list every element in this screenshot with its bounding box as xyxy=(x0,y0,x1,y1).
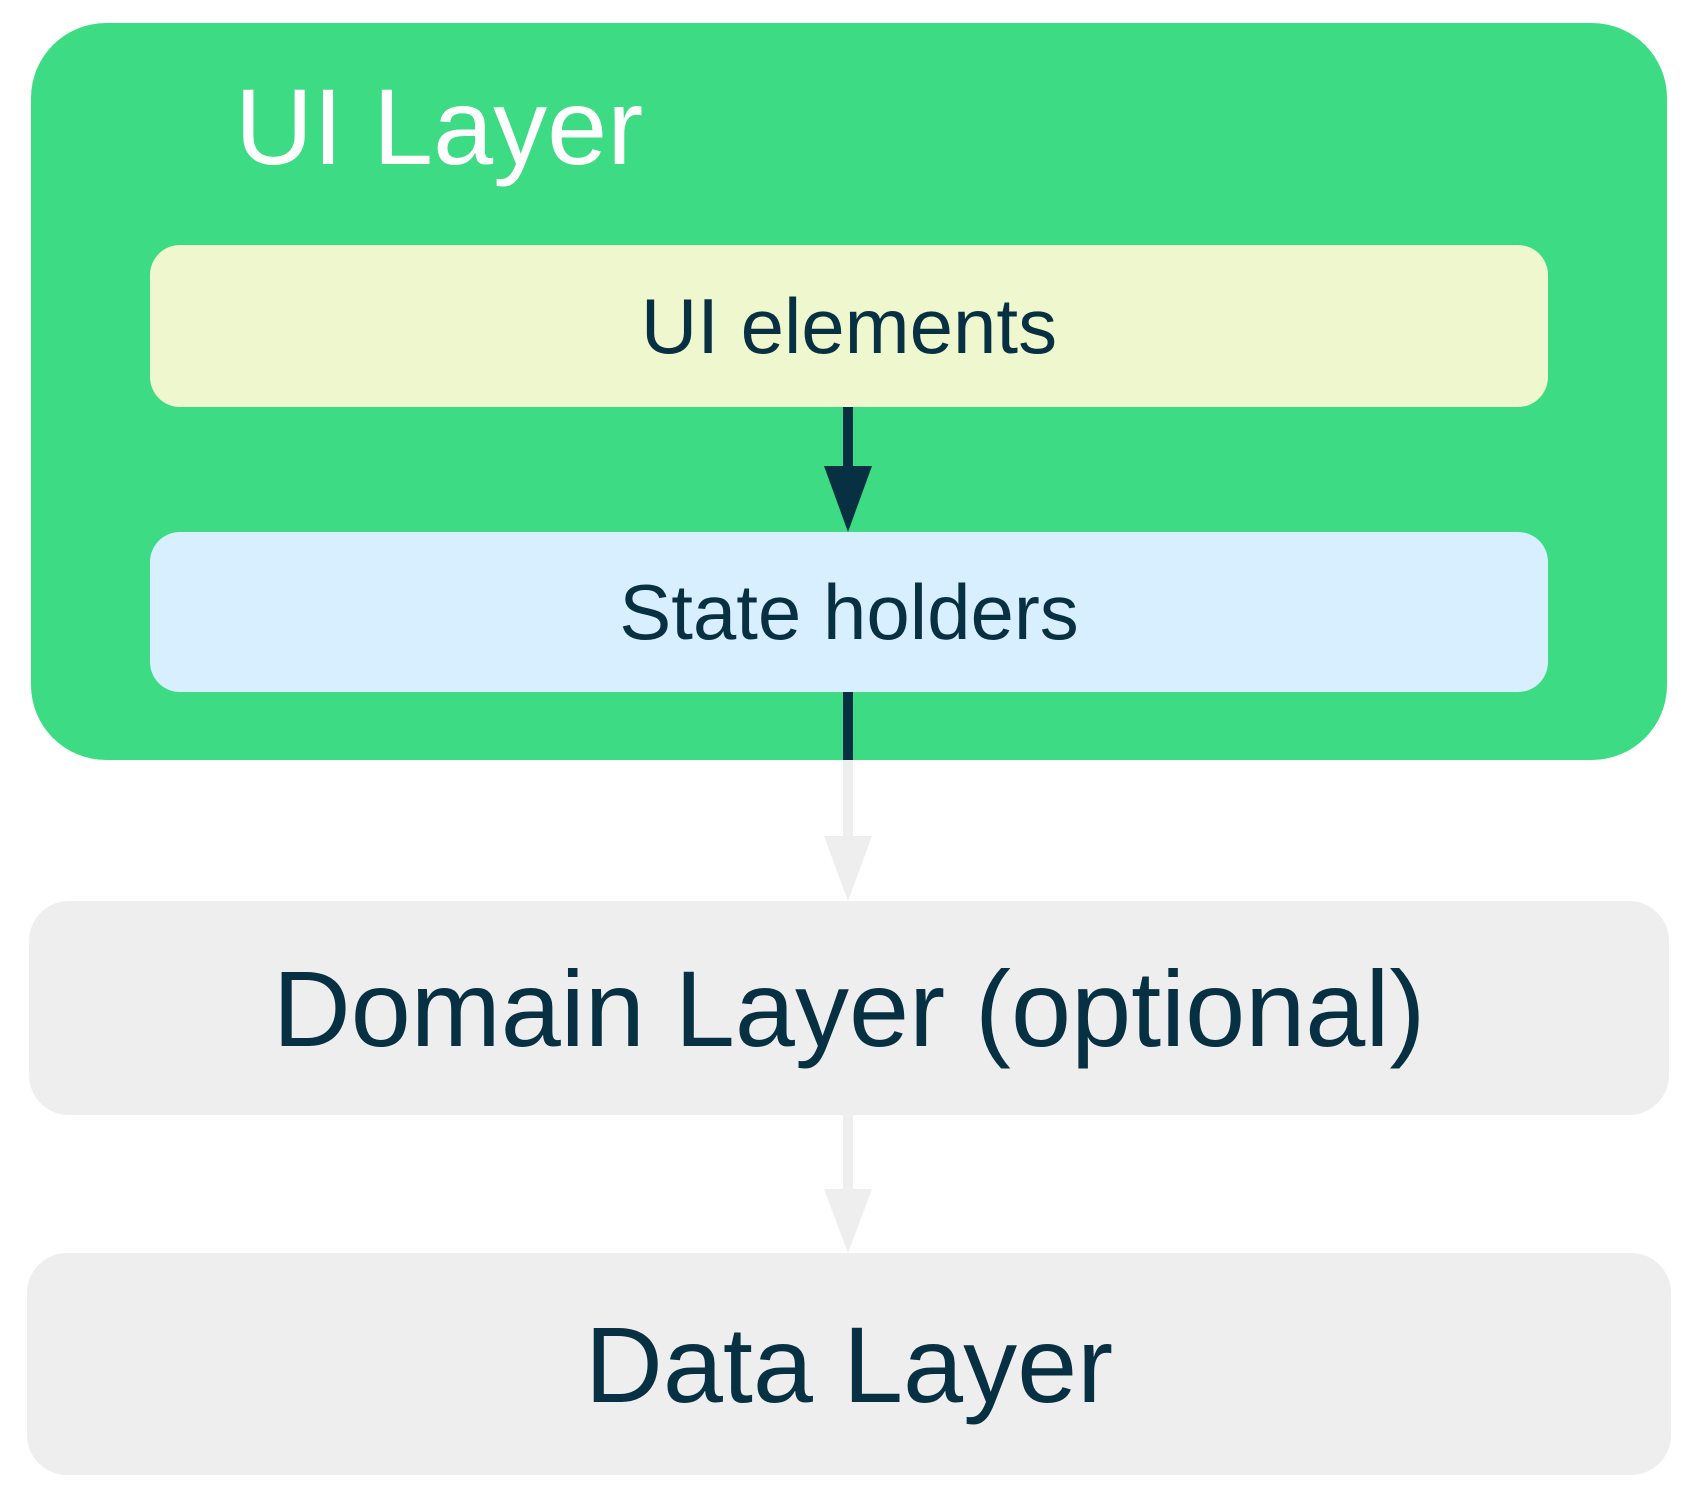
arrow-domain-layer-to-data-layer xyxy=(824,1115,872,1253)
ui-elements-label: UI elements xyxy=(640,281,1058,370)
data-layer-label: Data Layer xyxy=(584,1303,1114,1425)
state-holders-label: State holders xyxy=(619,567,1079,656)
data-layer-box: Data Layer xyxy=(27,1253,1671,1475)
domain-layer-label: Domain Layer (optional) xyxy=(272,947,1426,1069)
ui-elements-box: UI elements xyxy=(150,245,1548,407)
ui-layer-title: UI Layer xyxy=(235,66,644,187)
domain-layer-box: Domain Layer (optional) xyxy=(29,901,1669,1115)
state-holders-box: State holders xyxy=(150,532,1548,692)
